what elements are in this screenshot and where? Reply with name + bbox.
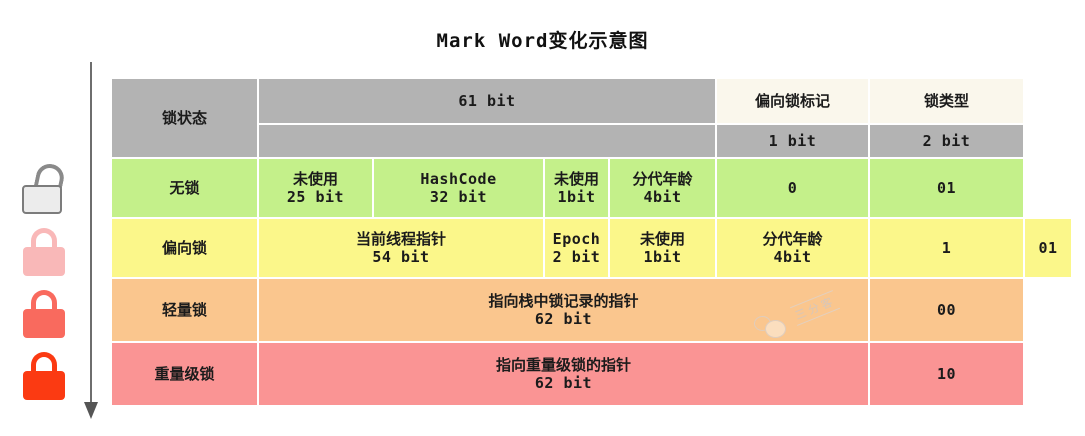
field-name: HashCode xyxy=(420,169,497,188)
row-state-label: 重量级锁 xyxy=(112,343,257,405)
field-name: 未使用 xyxy=(639,229,685,248)
header-61bit: 61 bit xyxy=(259,79,715,123)
row-state-label: 偏向锁 xyxy=(112,219,257,277)
unlocked-lock-icon xyxy=(22,161,67,214)
field-cell: 指向栈中锁记录的指针 62 bit xyxy=(259,279,868,341)
biased-flag-value: 0 xyxy=(717,159,868,217)
biased-lock-icon xyxy=(22,228,66,276)
markword-table: 锁状态 61 bit 偏向锁标记 锁类型 1 bit 2 bit 无锁 未使用 … xyxy=(110,77,1073,407)
field-cell: 分代年龄 4bit xyxy=(717,219,868,277)
field-cell: 指向重量级锁的指针 62 bit xyxy=(259,343,868,405)
lock-type-value: 00 xyxy=(870,279,1023,341)
row-state-label: 无锁 xyxy=(112,159,257,217)
lock-shackle xyxy=(31,352,57,378)
field-bits: 54 bit xyxy=(372,248,430,266)
field-cell: HashCode 32 bit xyxy=(374,159,543,217)
field-bits: 4bit xyxy=(773,248,812,266)
field-bits: 25 bit xyxy=(286,188,345,206)
field-cell: 当前线程指针 54 bit xyxy=(259,219,543,277)
header-biased-flag: 偏向锁标记 xyxy=(717,79,868,123)
field-name: 未使用 xyxy=(292,169,338,188)
heavyweight-lock-icon xyxy=(22,352,66,400)
field-name: 指向栈中锁记录的指针 xyxy=(488,291,639,310)
field-cell: 分代年龄 4bit xyxy=(610,159,715,217)
biased-flag-value: 1 xyxy=(870,219,1023,277)
field-cell: Epoch 2 bit xyxy=(545,219,608,277)
lock-shackle xyxy=(31,290,57,316)
field-name: 指向重量级锁的指针 xyxy=(495,355,631,374)
lock-type-value: 10 xyxy=(870,343,1023,405)
field-name: 当前线程指针 xyxy=(355,229,446,248)
field-bits: 2 bit xyxy=(552,248,601,266)
page-title: Mark Word变化示意图 xyxy=(436,30,649,52)
lock-body xyxy=(22,185,62,214)
row-state-label: 轻量锁 xyxy=(112,279,257,341)
field-bits: 1bit xyxy=(557,188,596,206)
lock-shackle xyxy=(31,228,57,254)
header-biased-flag-bits: 1 bit xyxy=(717,125,868,157)
table-row: 轻量锁 指向栈中锁记录的指针 62 bit 00 xyxy=(112,279,1071,341)
field-name: 分代年龄 xyxy=(632,169,693,188)
field-bits: 32 bit xyxy=(429,188,488,206)
table-row: 偏向锁 当前线程指针 54 bit Epoch 2 bit 未使用 1bit 分… xyxy=(112,219,1071,277)
arrow-line xyxy=(90,62,92,406)
lock-body xyxy=(23,247,65,276)
table-row: 重量级锁 指向重量级锁的指针 62 bit 10 xyxy=(112,343,1071,405)
table-row: 无锁 未使用 25 bit HashCode 32 bit 未使用 1bit 分… xyxy=(112,159,1071,217)
field-bits: 62 bit xyxy=(534,374,593,392)
field-name: 未使用 xyxy=(553,169,599,188)
lock-body xyxy=(23,309,65,338)
field-cell: 未使用 1bit xyxy=(545,159,608,217)
lock-body xyxy=(23,371,65,400)
field-cell: 未使用 25 bit xyxy=(259,159,372,217)
lock-type-value: 01 xyxy=(1025,219,1071,277)
field-bits: 62 bit xyxy=(534,310,593,328)
header-lock-type: 锁类型 xyxy=(870,79,1023,123)
field-cell: 未使用 1bit xyxy=(610,219,715,277)
header-bits-spacer xyxy=(259,125,715,157)
field-bits: 1bit xyxy=(643,248,682,266)
field-name: 分代年龄 xyxy=(762,229,823,248)
field-name: Epoch xyxy=(552,229,601,248)
lock-type-value: 01 xyxy=(870,159,1023,217)
header-lock-type-bits: 2 bit xyxy=(870,125,1023,157)
lock-escalation-arrow xyxy=(84,62,98,426)
table-header-row-2: 1 bit 2 bit xyxy=(112,125,1071,157)
table-header-row-1: 锁状态 61 bit 偏向锁标记 锁类型 xyxy=(112,79,1071,157)
header-lock-state: 锁状态 xyxy=(112,79,257,157)
lightweight-lock-icon xyxy=(22,290,66,338)
field-bits: 4bit xyxy=(643,188,682,206)
arrow-head-icon xyxy=(84,402,98,419)
